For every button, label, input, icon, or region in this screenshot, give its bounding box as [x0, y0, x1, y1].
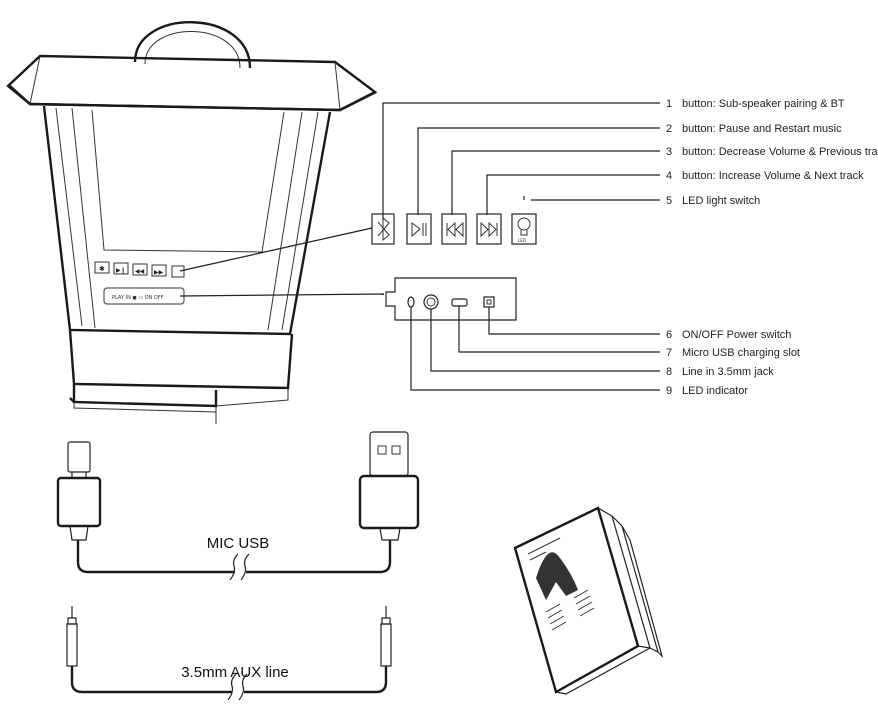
callout-3-number: 3 — [666, 146, 672, 158]
led-indicator — [407, 296, 415, 308]
svg-text:▶❙: ▶❙ — [116, 267, 126, 274]
callout-5-number: 5 — [666, 195, 672, 207]
callout-2-text: button: Pause and Restart music — [682, 123, 842, 135]
usb-a-housing — [358, 474, 420, 530]
callout-8-text: Line in 3.5mm jack — [682, 366, 774, 378]
aux-jack — [423, 294, 439, 310]
aux-cable: 3.5mm AUX line — [66, 606, 392, 701]
aux-jack-tip-left — [67, 606, 77, 625]
usb-cable-label: MIC USB — [207, 535, 270, 552]
callout-9-number: 9 — [666, 385, 672, 397]
port-panel — [385, 277, 660, 391]
aux-jack-tip-right — [381, 606, 391, 625]
bluetooth-icon — [371, 213, 395, 245]
callout-8-number: 8 — [666, 366, 672, 378]
power-switch — [483, 296, 495, 308]
callout-2-number: 2 — [666, 123, 672, 135]
svg-text:▶▶: ▶▶ — [154, 269, 164, 276]
previous-track-icon — [441, 213, 467, 245]
handle-inner — [144, 31, 241, 69]
callout-4-text: button: Increase Volume & Next track — [682, 170, 864, 182]
svg-text:LED: LED — [518, 238, 526, 243]
callout-1-text: button: Sub-speaker pairing & BT — [682, 98, 845, 110]
callout-5-text: LED light switch — [682, 195, 760, 207]
user-manual-icon — [513, 506, 664, 695]
lantern-speaker: ✱ ▶❙ ◀◀ ▶▶ PLAY IN ● ▭ ON OFF — [6, 21, 378, 424]
callout-6-number: 6 — [666, 329, 672, 341]
usb-cable: MIC USB — [56, 431, 420, 581]
button-strip: ✱ ▶❙ ◀◀ ▶▶ — [94, 261, 185, 278]
handle-outer — [133, 21, 252, 69]
callout-3-text: button: Decrease Volume & Previous track — [682, 146, 878, 158]
svg-text:✱: ✱ — [99, 265, 105, 273]
base — [68, 329, 294, 390]
roof — [6, 54, 378, 112]
micro-usb-plug — [67, 441, 91, 473]
next-track-icon — [476, 213, 502, 245]
svg-text:◀◀: ◀◀ — [135, 268, 145, 275]
callout-9-text: LED indicator — [682, 385, 748, 397]
usb-a-plug — [369, 431, 409, 477]
port-panel-outline — [385, 277, 517, 321]
aux-jack-body-right — [380, 623, 392, 667]
callout-7-text: Micro USB charging slot — [682, 347, 800, 359]
callout-6-text: ON/OFF Power switch — [682, 329, 791, 341]
callout-1-number: 1 — [666, 98, 672, 110]
play-pause-icon — [406, 213, 432, 245]
aux-cable-label: 3.5mm AUX line — [181, 664, 289, 681]
callout-labels: 1 button: Sub-speaker pairing & BT 2 but… — [666, 98, 878, 397]
svg-text:PLAY IN ● ▭ ON OFF: PLAY IN ● ▭ ON OFF — [112, 295, 164, 301]
lantern-body — [42, 105, 332, 336]
button-callouts: LED — [179, 102, 660, 297]
front-panel — [91, 109, 285, 253]
micro-usb-housing — [56, 476, 102, 528]
micro-usb-port — [451, 298, 468, 307]
callout-7-number: 7 — [666, 347, 672, 359]
aux-jack-body-left — [66, 623, 78, 667]
led-bulb-icon: LED — [511, 213, 537, 245]
callout-4-number: 4 — [666, 170, 672, 182]
